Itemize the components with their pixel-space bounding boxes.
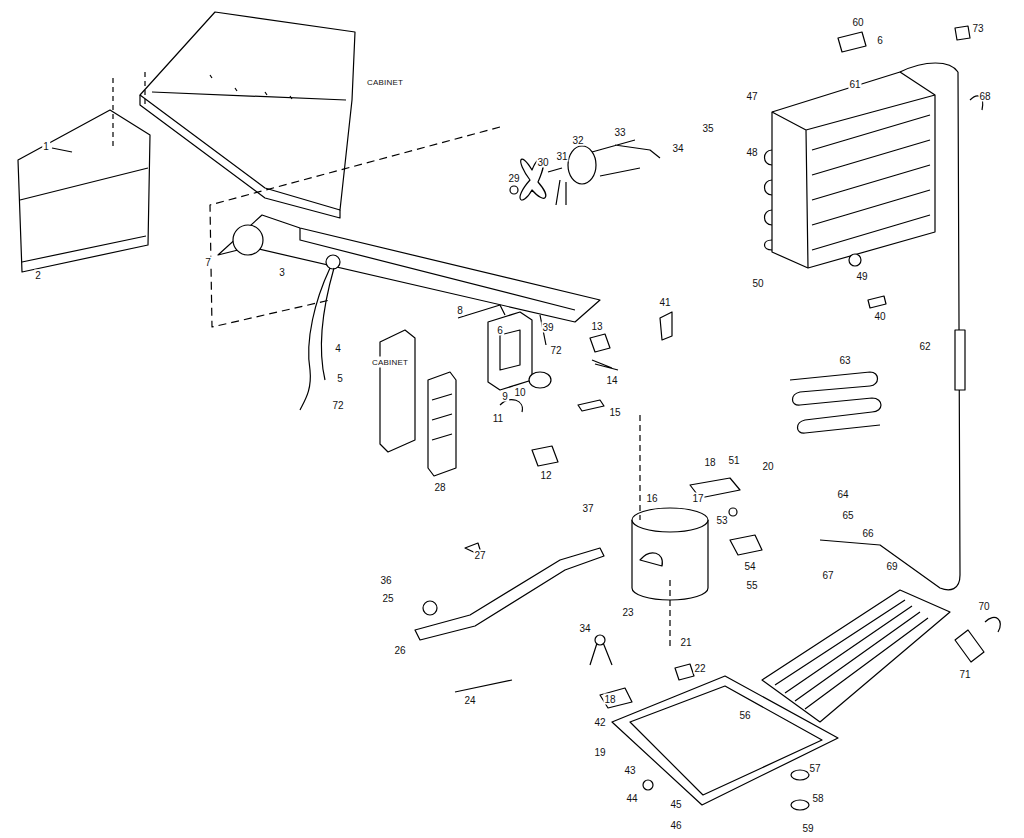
callout-number: 15	[608, 407, 621, 418]
callout-number: 65	[841, 510, 854, 521]
callout-number: 57	[808, 763, 821, 774]
callout-number: 9	[501, 391, 509, 402]
callout-number: 19	[593, 747, 606, 758]
callout-number: 69	[885, 561, 898, 572]
callout-number: 63	[838, 355, 851, 366]
callout-number: 54	[743, 561, 756, 572]
callout-number: 6	[876, 35, 884, 46]
callout-number: 53	[715, 515, 728, 526]
callout-number: 7	[204, 257, 212, 268]
part-label: CABINET	[366, 77, 404, 88]
callout-number: 71	[958, 669, 971, 680]
callout-number: 35	[701, 123, 714, 134]
callout-number: 22	[693, 663, 706, 674]
callout-number: 68	[978, 91, 991, 102]
callout-number: 1	[42, 141, 50, 152]
callout-number: 36	[379, 575, 392, 586]
callout-number: 41	[658, 297, 671, 308]
callout-number: 73	[971, 23, 984, 34]
callout-number: 39	[541, 322, 554, 333]
callout-number: 18	[603, 694, 616, 705]
callout-number: 13	[590, 321, 603, 332]
part-label: CABINET	[371, 357, 409, 368]
callout-number: 14	[605, 375, 618, 386]
callout-number: 44	[625, 793, 638, 804]
callout-number: 32	[571, 135, 584, 146]
callout-number: 70	[977, 601, 990, 612]
callout-number: 33	[613, 127, 626, 138]
callout-number: 64	[836, 489, 849, 500]
callout-number: 62	[918, 341, 931, 352]
callout-number: 6	[496, 325, 504, 336]
callout-number: 45	[669, 799, 682, 810]
callout-number: 12	[539, 470, 552, 481]
callout-number: 8	[456, 305, 464, 316]
callout-number: 20	[761, 461, 774, 472]
callout-number: 61	[848, 79, 861, 90]
callout-number: 27	[473, 550, 486, 561]
callout-number: 30	[536, 157, 549, 168]
callout-number: 11	[492, 413, 504, 424]
callout-number: 46	[669, 820, 682, 831]
callout-number: 47	[745, 91, 758, 102]
callout-number: 58	[811, 793, 824, 804]
callout-number: 2	[34, 270, 42, 281]
callout-number: 67	[821, 570, 834, 581]
callout-number: 42	[593, 717, 606, 728]
callout-number: 55	[745, 580, 758, 591]
callout-number: 72	[331, 400, 344, 411]
callout-number: 28	[433, 482, 446, 493]
callout-number: 3	[278, 267, 286, 278]
callout-number: 66	[861, 528, 874, 539]
callout-number: 34	[578, 623, 591, 634]
callout-number: 21	[679, 637, 692, 648]
callout-number: 26	[393, 645, 406, 656]
callout-number: 40	[873, 311, 886, 322]
callout-number: 5	[336, 373, 344, 384]
callout-number: 48	[745, 147, 758, 158]
callout-number: 25	[381, 593, 394, 604]
callout-number: 49	[855, 271, 868, 282]
callout-number: 4	[334, 343, 342, 354]
callout-number: 10	[513, 387, 526, 398]
callout-number: 56	[738, 710, 751, 721]
callout-number: 18	[703, 457, 716, 468]
callout-number: 17	[691, 493, 704, 504]
callout-number: 34	[671, 143, 684, 154]
callout-number: 29	[507, 173, 520, 184]
callout-number: 16	[645, 493, 658, 504]
callout-number: 24	[463, 695, 476, 706]
callout-number: 37	[581, 503, 594, 514]
callout-number: 51	[727, 455, 740, 466]
callout-number: 59	[801, 823, 814, 834]
callout-number: 72	[549, 345, 562, 356]
callout-number: 60	[851, 17, 864, 28]
callout-number: 50	[751, 278, 764, 289]
callout-number: 43	[623, 765, 636, 776]
callout-number: 31	[555, 151, 568, 162]
callout-number: 23	[621, 607, 634, 618]
